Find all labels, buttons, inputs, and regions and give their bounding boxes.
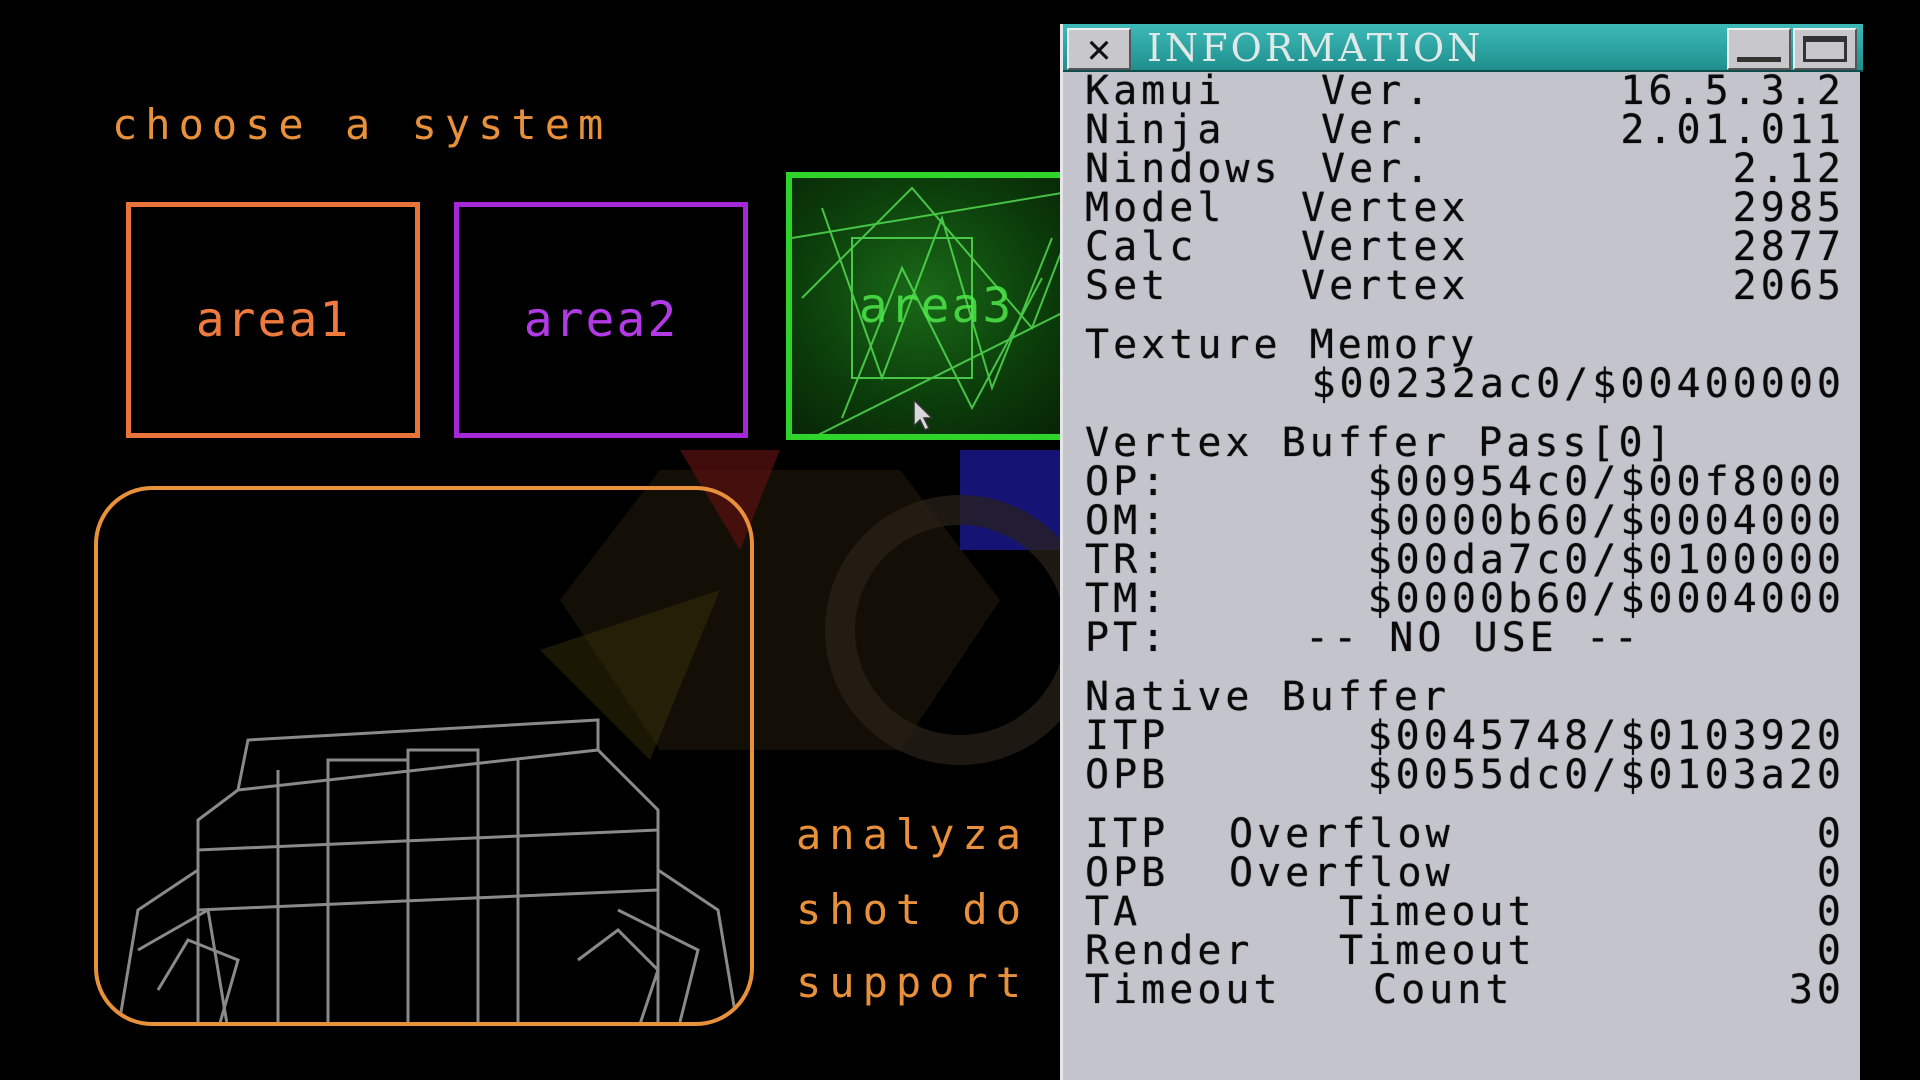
menu-item-analyza[interactable]: analyza xyxy=(796,810,1030,859)
vertex-name: Model xyxy=(1085,185,1226,231)
counter-name: Render xyxy=(1085,928,1254,974)
vertex-buffer-row: OM: $0000b60/$0004000 xyxy=(1085,498,1845,544)
vertex-label: Vertex xyxy=(1301,224,1470,270)
vertex-value: 2877 xyxy=(1732,224,1845,270)
buffer-key: TR: xyxy=(1085,537,1170,583)
area3-wireframe xyxy=(792,186,1080,434)
buffer-value: -- NO USE -- xyxy=(1305,615,1642,661)
vertex-row: Model Vertex 2985 xyxy=(1085,185,1845,231)
version-value: 2.12 xyxy=(1732,146,1845,192)
native-buffer-row: ITP $0045748/$0103920 xyxy=(1085,713,1845,759)
counter-row: OPB Overflow 0 xyxy=(1085,850,1845,896)
vertex-buffer-row: TM: $0000b60/$0004000 xyxy=(1085,576,1845,622)
counter-name: TA xyxy=(1085,889,1142,935)
version-label: Ver. xyxy=(1321,107,1434,153)
texture-memory-row: $00232ac0/$00400000 xyxy=(1085,361,1845,407)
counter-value: 30 xyxy=(1788,967,1845,1013)
machine-wireframe xyxy=(117,718,739,1022)
version-value: 16.5.3.2 xyxy=(1620,68,1845,114)
area3-label: area3 xyxy=(858,278,1014,334)
buffer-value: $0045748/$0103920 xyxy=(1367,713,1845,759)
counter-value: 0 xyxy=(1816,928,1845,974)
window-title: INFORMATION xyxy=(1147,26,1484,70)
native-buffer-heading: Native Buffer xyxy=(1085,674,1845,720)
vertex-buffer-label: Vertex Buffer Pass[0] xyxy=(1085,420,1675,466)
area2-label: area2 xyxy=(523,292,679,348)
version-name: Nindows xyxy=(1085,146,1282,192)
vertex-row: Calc Vertex 2877 xyxy=(1085,224,1845,270)
vertex-name: Calc xyxy=(1085,224,1198,270)
vertex-buffer-row: TR: $00da7c0/$0100000 xyxy=(1085,537,1845,583)
buffer-key: TM: xyxy=(1085,576,1170,622)
buffer-key: ITP xyxy=(1085,713,1170,759)
counter-label: Timeout xyxy=(1339,889,1536,935)
texture-memory-value: $00232ac0/$00400000 xyxy=(1311,361,1845,407)
native-buffer-row: OPB $0055dc0/$0103a20 xyxy=(1085,752,1845,798)
counter-name: OPB xyxy=(1085,850,1170,896)
counter-label: Count xyxy=(1373,967,1514,1013)
screen-title: choose a system xyxy=(112,100,612,149)
version-name: Ninja xyxy=(1085,107,1226,153)
buffer-key: OP: xyxy=(1085,459,1170,505)
counter-value: 0 xyxy=(1816,889,1845,935)
vertex-value: 2065 xyxy=(1732,263,1845,309)
vertex-value: 2985 xyxy=(1732,185,1845,231)
menu-item-support[interactable]: support xyxy=(796,958,1030,1007)
counter-label: Overflow xyxy=(1229,811,1454,857)
information-content: Kamui Ver. 16.5.3.2 Ninja Ver. 2.01.011 … xyxy=(1085,68,1845,1013)
native-buffer-label: Native Buffer xyxy=(1085,674,1451,720)
vertex-name: Set xyxy=(1085,263,1170,309)
counter-name: Timeout xyxy=(1085,967,1282,1013)
maximize-button[interactable] xyxy=(1793,28,1857,70)
counter-row: TA Timeout 0 xyxy=(1085,889,1845,935)
counter-value: 0 xyxy=(1816,850,1845,896)
texture-memory-heading: Texture Memory xyxy=(1085,322,1845,368)
minimize-button[interactable] xyxy=(1727,28,1791,70)
buffer-value: $0055dc0/$0103a20 xyxy=(1367,752,1845,798)
version-row: Kamui Ver. 16.5.3.2 xyxy=(1085,68,1845,114)
menu-item-shot-down[interactable]: shot do xyxy=(796,885,1030,934)
counter-label: Overflow xyxy=(1229,850,1454,896)
area1-label: area1 xyxy=(195,292,351,348)
vertex-label: Vertex xyxy=(1301,263,1470,309)
close-button[interactable]: ✕ xyxy=(1067,28,1131,70)
vertex-buffer-row: OP: $00954c0/$00f8000 xyxy=(1085,459,1845,505)
buffer-key: OPB xyxy=(1085,752,1170,798)
buffer-value: $0000b60/$0004000 xyxy=(1367,498,1845,544)
texture-memory-label: Texture Memory xyxy=(1085,322,1479,368)
version-label: Ver. xyxy=(1321,68,1434,114)
version-row: Ninja Ver. 2.01.011 xyxy=(1085,107,1845,153)
buffer-value: $00954c0/$00f8000 xyxy=(1367,459,1845,505)
version-value: 2.01.011 xyxy=(1620,107,1845,153)
buffer-key: OM: xyxy=(1085,498,1170,544)
counter-name: ITP xyxy=(1085,811,1170,857)
version-label: Ver. xyxy=(1321,146,1434,192)
counter-label: Timeout xyxy=(1339,928,1536,974)
counter-row: ITP Overflow 0 xyxy=(1085,811,1845,857)
buffer-key: PT: xyxy=(1085,615,1170,661)
buffer-value: $0000b60/$0004000 xyxy=(1367,576,1845,622)
information-titlebar[interactable]: ✕ INFORMATION xyxy=(1063,24,1863,72)
version-row: Nindows Ver. 2.12 xyxy=(1085,146,1845,192)
counter-value: 0 xyxy=(1816,811,1845,857)
information-window: ✕ INFORMATION Kamui Ver. 16.5.3.2 Ninja … xyxy=(1060,24,1863,1080)
vertex-label: Vertex xyxy=(1301,185,1470,231)
area1-button[interactable]: area1 xyxy=(126,202,420,438)
buffer-value: $00da7c0/$0100000 xyxy=(1367,537,1845,583)
counter-row: Timeout Count 30 xyxy=(1085,967,1845,1013)
vertex-buffer-row: PT: -- NO USE -- xyxy=(1085,615,1845,661)
mouse-cursor-icon xyxy=(913,398,934,432)
system-preview-panel xyxy=(94,486,754,1026)
area2-button[interactable]: area2 xyxy=(454,202,748,438)
vertex-row: Set Vertex 2065 xyxy=(1085,263,1845,309)
vertex-buffer-heading: Vertex Buffer Pass[0] xyxy=(1085,420,1845,466)
counter-row: Render Timeout 0 xyxy=(1085,928,1845,974)
close-icon: ✕ xyxy=(1086,26,1112,72)
version-name: Kamui xyxy=(1085,68,1226,114)
